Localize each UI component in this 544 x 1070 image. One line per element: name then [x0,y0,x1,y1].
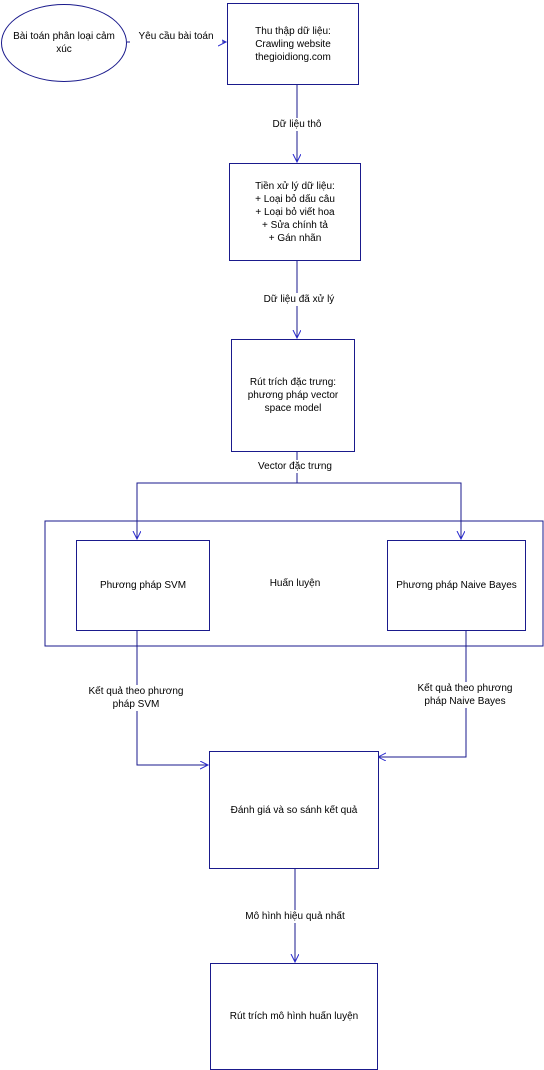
edge-label-request: Yêu cầu bài toán [130,30,222,43]
collect-node-text: Thu thập dữ liệu: Crawling website thegi… [255,25,331,63]
evaluate-node: Đánh giá và so sánh kết quả [209,751,379,869]
final-node: Rút trích mô hình huấn luyện [210,963,378,1070]
edge-label-svm-result: Kết quả theo phương pháp SVM [78,685,194,711]
svm-node-text: Phương pháp SVM [99,580,187,591]
edge-label-nb-result: Kết quả theo phương pháp Naive Bayes [406,682,524,708]
edge-label-processed-data: Dữ liệu đã xử lý [254,293,344,306]
naive-bayes-node-text: Phương pháp Naive Bayes [396,580,517,591]
edge-label-raw-data: Dữ liệu thô [262,118,332,131]
edge-nb-to-evaluate [378,631,467,757]
naive-bayes-node: Phương pháp Naive Bayes [387,540,526,631]
edge-svm-to-evaluate [136,631,208,765]
preprocess-node-text: Tiền xử lý dữ liệu: + Loại bỏ dấu câu + … [255,180,335,244]
training-label: Huấn luyện [250,577,340,590]
evaluate-node-text: Đánh giá và so sánh kết quả [230,804,358,816]
edge-split-to-nb [297,482,461,539]
extract-node-text: Rút trích đặc trưng: phương pháp vector … [247,377,339,414]
extract-node: Rút trích đặc trưng: phương pháp vector … [231,339,355,452]
training-label-text: Huấn luyện [269,578,321,589]
preprocess-node: Tiền xử lý dữ liệu: + Loại bỏ dấu câu + … [229,163,361,261]
start-node: Bài toán phân loại cảm xúc [1,4,127,82]
svm-node: Phương pháp SVM [76,540,210,631]
edge-label-feature-vector: Vector đặc trưng [250,460,340,473]
final-node-text: Rút trích mô hình huấn luyện [229,1011,359,1022]
collect-node: Thu thập dữ liệu: Crawling website thegi… [227,3,359,85]
training-container [44,520,544,647]
edge-split-to-svm [137,482,297,539]
start-node-text: Bài toán phân loại cảm xúc [13,31,115,55]
edge-label-best-model: Mô hình hiệu quả nhất [236,910,354,923]
